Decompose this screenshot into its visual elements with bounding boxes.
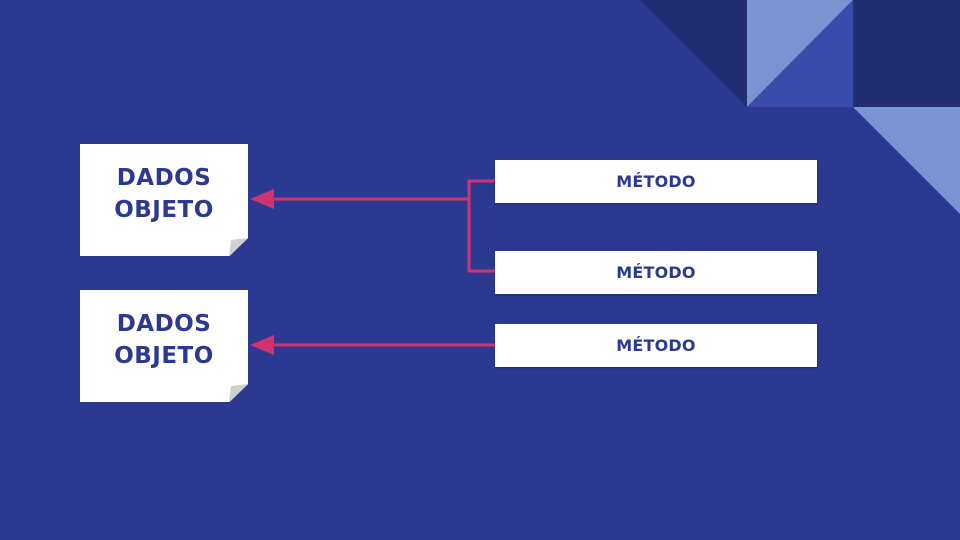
object-data-title: DADOS [116, 165, 212, 191]
object-data-card-2: DADOS OBJETO [80, 290, 248, 402]
method-label: MÉTODO [616, 336, 696, 355]
object-data-subtitle: OBJETO [114, 343, 214, 369]
method-box-2: MÉTODO [495, 251, 817, 294]
decor-triangle-mid [747, 0, 853, 107]
method-label: MÉTODO [616, 172, 696, 191]
decor-triangle-dark-left [640, 0, 747, 107]
decor-triangle-light-right [853, 107, 960, 214]
object-data-title: DADOS [116, 311, 212, 337]
object-data-subtitle: OBJETO [114, 197, 214, 223]
page-fold-icon [229, 384, 248, 402]
arrowhead-bottom [250, 335, 274, 355]
decor-square-dark [853, 0, 960, 107]
page-fold-icon [229, 238, 248, 256]
method-box-3: MÉTODO [495, 324, 817, 367]
method-box-1: MÉTODO [495, 160, 817, 203]
method-label: MÉTODO [616, 263, 696, 282]
bracket-connector [467, 179, 495, 273]
object-data-card-1: DADOS OBJETO [80, 144, 248, 256]
arrowhead-top [250, 189, 274, 209]
